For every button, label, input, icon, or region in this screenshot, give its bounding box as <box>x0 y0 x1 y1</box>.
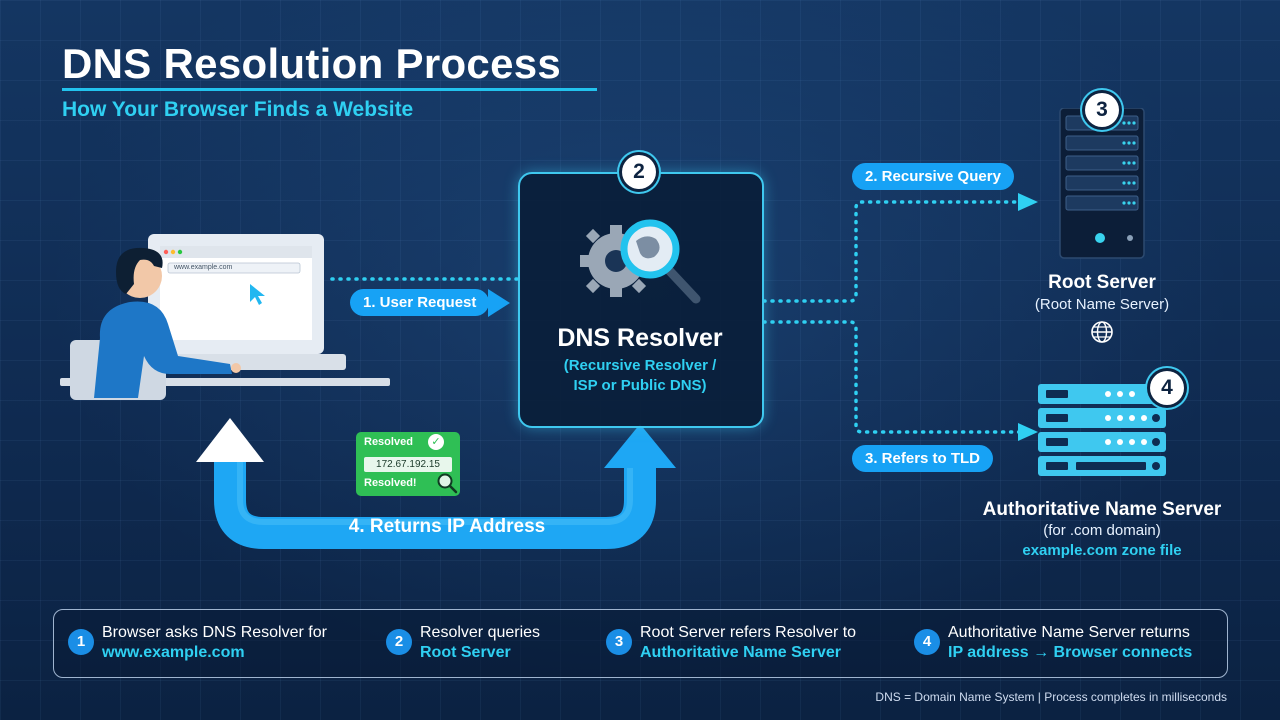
browser-address-bar[interactable]: www.example.com <box>174 264 233 271</box>
resolver-subtitle: (Recursive Resolver / ISP or Public DNS) <box>518 356 762 396</box>
footnote: DNS = Domain Name System | Process compl… <box>875 690 1227 704</box>
legend-step-1-detail: www.example.com <box>102 644 245 661</box>
root-step-badge: 3 <box>1085 93 1119 127</box>
root-server-subtitle: (Root Name Server) <box>1034 296 1170 313</box>
legend-step-4-text: Authoritative Name Server returns <box>948 624 1190 641</box>
return-arrowhead-up-right <box>604 424 676 468</box>
recursive-query-arrowhead <box>1018 193 1038 211</box>
legend-step-1-text: Browser asks DNS Resolver for <box>102 624 327 641</box>
page-title: DNS Resolution Process <box>62 40 562 87</box>
user-request-label: 1. User Request <box>350 289 490 316</box>
return-arrowhead-up-left <box>196 418 264 462</box>
legend-step-number: 3 <box>606 629 632 655</box>
user-icon <box>70 247 241 400</box>
cursor-icon <box>250 284 265 305</box>
legend-step-3-detail: Authoritative Name Server <box>640 644 841 661</box>
server-rack-icon <box>1038 384 1166 476</box>
user-request-arrowhead <box>488 289 510 317</box>
legend-step-2-text: Resolver queries <box>420 624 541 641</box>
steps-legend: 1 Browser asks DNS Resolver for www.exam… <box>53 609 1228 678</box>
refers-tld-label: 3. Refers to TLD <box>852 445 994 472</box>
return-ip-arrow <box>214 455 656 549</box>
page-subtitle: How Your Browser Finds a Website <box>62 98 414 121</box>
search-icon <box>437 473 458 494</box>
recursive-query-dotted-line <box>762 200 1022 303</box>
legend-step-3-text: Root Server refers Resolver to <box>640 624 857 641</box>
resolver-subtitle-line2: ISP or Public DNS) <box>573 377 707 394</box>
refers-tld-dotted-line <box>762 320 1022 434</box>
resolved-ip: 172.67.192.15 <box>364 457 452 472</box>
resolved-card: Resolved ✓ 172.67.192.15 Resolved! <box>356 432 460 496</box>
legend-step-number: 4 <box>914 629 940 655</box>
resolver-illustration <box>580 219 701 304</box>
resolved-card-footer: Resolved! <box>364 477 417 489</box>
resolver-step-badge: 2 <box>622 155 656 189</box>
server-tower-icon <box>1059 108 1145 259</box>
auth-step-badge: 4 <box>1150 371 1184 405</box>
auth-server-subtitle: (for .com domain) <box>1043 522 1161 539</box>
resolver-subtitle-line1: (Recursive Resolver / <box>563 357 717 374</box>
legend-step-2-detail: Root Server <box>420 644 511 661</box>
root-server-title: Root Server <box>1048 272 1156 293</box>
check-icon: ✓ <box>428 434 444 450</box>
recursive-query-label: 2. Recursive Query <box>852 163 1014 190</box>
legend-step-number: 2 <box>386 629 412 655</box>
resolved-card-header: Resolved <box>364 436 413 448</box>
resolver-title: DNS Resolver <box>557 324 723 352</box>
client-illustration <box>60 234 390 400</box>
magnifier-globe-icon <box>620 219 701 304</box>
title-underline <box>62 88 597 91</box>
legend-step-4-detail: IP address → Browser connects <box>948 644 1193 661</box>
auth-server-title: Authoritative Name Server <box>982 499 1222 520</box>
auth-server-zone: example.com zone file <box>1022 542 1182 559</box>
returns-ip-label: 4. Returns IP Address <box>348 516 546 537</box>
legend-step-number: 1 <box>68 629 94 655</box>
globe-icon <box>1091 321 1113 343</box>
refers-tld-arrowhead <box>1018 423 1038 441</box>
